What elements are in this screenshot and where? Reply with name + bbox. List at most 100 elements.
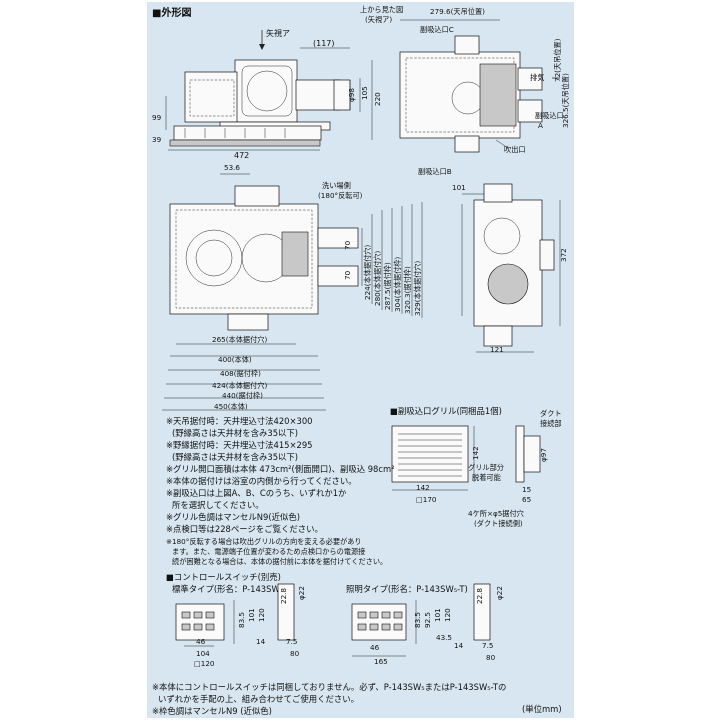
std-dim-46: 46	[196, 637, 206, 646]
dim-220: 220	[373, 92, 382, 106]
sub-inlet-c-label: 副吸込口C	[420, 25, 454, 34]
note-line: 所を選択してください。	[172, 500, 264, 510]
grille-dim-15: 15	[522, 485, 531, 494]
note-line: ※グリル開口面積は本体 473cm²(側面開口)、副吸込 98cm²	[166, 464, 395, 474]
footer-line: ※枠色調はマンセルN9 (近似色)	[152, 706, 272, 716]
dim-70-b: 70	[343, 270, 352, 280]
outlet-label: 吹出口	[504, 145, 526, 154]
grille-holes-2: (ダクト接続側)	[474, 519, 523, 528]
side-view: 101 372 121	[452, 183, 568, 354]
hanger-position-right-2: 326.5(天吊位置)	[561, 73, 570, 128]
dim-408: 408(据付枠)	[220, 369, 261, 378]
footer-line: ※本体にコントロールスイッチは同梱しておりません。必ず、P-143SW₅またはP…	[152, 682, 506, 692]
dim-304: 304(本体据付枠)	[393, 257, 402, 312]
grille-dim-142-v: 142	[471, 446, 480, 460]
arrow-view-title-2: (矢視ア)	[365, 15, 392, 24]
arrow-a-view: 上から見た図 (矢視ア) 279.6(天吊位置) 副吸込口C 排気 72(天吊位…	[360, 5, 570, 176]
dim-105: 105	[360, 86, 369, 100]
grille-dim-phi97: φ97	[539, 448, 548, 462]
wash-side-label-2: (180°反転可)	[318, 191, 363, 200]
light-dim-80: 80	[486, 653, 496, 662]
std-dim-120: □120	[194, 659, 215, 668]
std-dim-80: 80	[290, 649, 300, 658]
light-dim-101: 101	[433, 608, 442, 622]
switch-light-title: 照明タイプ(形名：P-143SW₅-T)	[346, 584, 468, 594]
note-line: 続が困難となる場合は、本体の据付前に本体を据付けてください。	[172, 557, 387, 566]
dim-99: 99	[152, 113, 162, 122]
dim-450: 450(本体)	[214, 402, 248, 411]
control-switch-section: ■コントロールスイッチ(別売) 標準タイプ(形名：P-143SW₅) 照明タイプ…	[166, 572, 504, 668]
note-line: (野縁高さは天井材を含み35以下)	[172, 452, 298, 462]
light-dim-14: 14	[454, 641, 464, 650]
std-dim-14: 14	[256, 637, 266, 646]
dim-265: 265(本体据付穴)	[212, 335, 267, 344]
dim-phi98: φ98	[347, 88, 356, 102]
dim-224: 224(本体据付穴)	[363, 245, 372, 300]
grille-detach-1: グリル部分	[468, 463, 504, 472]
light-dim-120v: 120	[443, 608, 452, 622]
light-dim-83-5: 83.5	[413, 612, 422, 628]
sub-inlet-a-label-1: 副吸込口	[535, 111, 564, 120]
grille-title: ■副吸込口グリル(同梱品1個)	[390, 406, 502, 416]
dim-70-a: 70	[343, 240, 352, 250]
note-line: ※野縁据付時：天井埋込寸法415×295	[166, 440, 313, 450]
dim-372: 372	[559, 248, 568, 262]
hanger-position-top: 279.6(天吊位置)	[430, 7, 485, 16]
std-dim-22-8: 22.8	[279, 588, 288, 604]
dim-400: 400(本体)	[218, 355, 252, 364]
note-line: ※副吸込口は上図A、B、Cのうち、いずれか1か	[166, 488, 347, 498]
grille-dim-170: □170	[416, 495, 437, 504]
grille-holes-1: 4ケ所×φ5据付穴	[468, 509, 524, 518]
unit-note: (単位mm)	[522, 704, 562, 714]
grille-dim-65: 65	[522, 495, 531, 504]
duct-label-1: ダクト	[540, 409, 562, 418]
light-dim-92-5: 92.5	[423, 612, 432, 628]
note-line: (野縁高さは天井材を含み35以下)	[172, 428, 298, 438]
light-dim-22-8: 22.8	[475, 588, 484, 604]
drawing-title: ■外形図	[152, 6, 191, 19]
note-line: ます。また、電源端子位置が変わるため点検口からの電源接	[172, 547, 365, 556]
std-dim-83-5: 83.5	[237, 612, 246, 628]
arrow-view-title-1: 上から見た図	[360, 5, 403, 14]
dim-101: 101	[452, 183, 466, 192]
light-dim-165: 165	[374, 657, 388, 666]
duct-label-2: 接続部	[540, 419, 562, 428]
arrow-a-label: 矢視ア	[266, 28, 290, 38]
hanger-position-right: 72(天吊位置)	[553, 38, 562, 82]
note-line: ※グリル色調はマンセルN9(近似色)	[166, 512, 300, 522]
note-line: ※天吊据付時：天井埋込寸法420×300	[166, 416, 313, 426]
top-elevation-view: 矢視ア (117) φ98 105 220 99 39 472	[152, 28, 382, 160]
footer-line: いずれかを手配の上、組み合わせてご使用ください。	[158, 694, 359, 704]
footer-notes: ※本体にコントロールスイッチは同梱しておりません。必ず、P-143SW₅またはP…	[152, 682, 562, 716]
notes: ※天吊据付時：天井埋込寸法420×300 (野縁高さは天井材を含み35以下) ※…	[166, 416, 395, 566]
dim-121: 121	[490, 345, 504, 354]
dim-472: 472	[234, 151, 249, 160]
plan-view: 53.6 洗い場側 (180°反転可) 70 70 224(本体据付穴) 280…	[162, 163, 423, 411]
sub-inlet-grille-view: ■副吸込口グリル(同梱品1個) ダクト 接続部 142 φ97 グリル部分 脱着…	[390, 406, 562, 528]
dim-117: (117)	[313, 39, 335, 48]
std-dim-120v: 120	[257, 608, 266, 622]
wash-side-label-1: 洗い場側	[322, 181, 351, 190]
light-dim-43-5: 43.5	[436, 633, 452, 642]
grille-detach-2: 脱着可能	[472, 473, 501, 482]
std-dim-7-5: 7.5	[286, 637, 297, 646]
dim-440: 440(据付枠)	[222, 391, 263, 400]
std-dim-phi22: φ22	[297, 586, 306, 600]
std-dim-101: 101	[247, 608, 256, 622]
dim-53-6: 53.6	[224, 163, 240, 172]
dim-280: 280(本体据付穴)	[373, 251, 382, 306]
exhaust-label: 排気	[530, 73, 544, 82]
switch-title: ■コントロールスイッチ(別売)	[166, 572, 281, 582]
note-line: ※180°反転する場合は吹出グリルの方向を変える必要があり	[166, 537, 362, 546]
dim-424: 424(本体据付穴)	[212, 381, 267, 390]
sub-inlet-a-label-2: A	[538, 121, 543, 130]
switch-std-title: 標準タイプ(形名：P-143SW₅)	[172, 584, 286, 594]
light-dim-46: 46	[370, 643, 380, 652]
light-dim-7-5: 7.5	[482, 641, 493, 650]
light-dim-phi22: φ22	[495, 586, 504, 600]
sub-inlet-b-label: 副吸込口B	[418, 167, 452, 176]
note-line: ※点検口等は228ページをご覧ください。	[166, 524, 323, 534]
dim-39: 39	[152, 135, 162, 144]
